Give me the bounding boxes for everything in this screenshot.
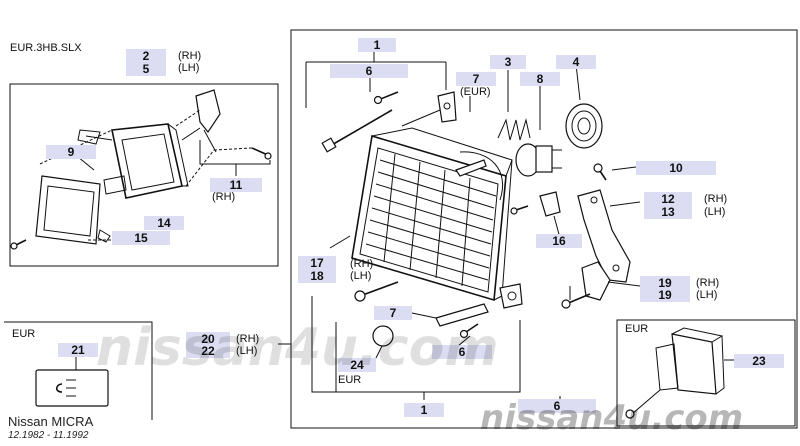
adjust-screw	[321, 109, 393, 153]
callout-6-bottom[interactable]: 6	[518, 399, 596, 413]
callout-7-top[interactable]: 7	[456, 72, 496, 86]
retainer-lower	[499, 283, 523, 309]
side-20: (RH)	[236, 333, 260, 345]
callout-10[interactable]: 10	[636, 161, 716, 175]
callout-19-rh[interactable]: 19	[640, 276, 690, 290]
clip-lower	[435, 303, 489, 327]
group-line-1b	[311, 296, 521, 393]
footer-dates: 12.1982 - 11.1992	[8, 430, 89, 441]
eur-tag-cap: EUR	[338, 374, 362, 386]
callout-13[interactable]: 13	[644, 205, 692, 219]
callout-4[interactable]: 4	[556, 55, 596, 69]
headlamp-assembly	[351, 127, 513, 302]
lower-bracket	[581, 261, 611, 301]
clip-upper	[455, 159, 487, 177]
side-5: (LH)	[178, 62, 200, 74]
callout-5[interactable]: 5	[126, 62, 166, 76]
headlamp-panel-frame	[290, 29, 798, 429]
callout-1-bottom[interactable]: 1	[404, 403, 444, 417]
fog-lamp-drawing	[10, 89, 272, 250]
callout-6-lower[interactable]: 6	[432, 345, 492, 359]
callout-1-top[interactable]: 1	[358, 38, 396, 52]
bulb	[515, 143, 562, 177]
callout-19-lh[interactable]: 19	[640, 288, 690, 302]
eur-tag-switch: EUR	[12, 328, 36, 340]
callout-3[interactable]: 3	[490, 55, 526, 69]
callout-22[interactable]: 22	[186, 344, 230, 358]
callout-21[interactable]: 21	[58, 343, 98, 357]
callout-15[interactable]: 15	[112, 231, 170, 245]
callout-18[interactable]: 18	[298, 269, 336, 283]
seal-boot	[565, 103, 603, 149]
screw-16	[515, 205, 529, 211]
side-17: (RH)	[350, 258, 374, 270]
side-22: (LH)	[236, 345, 258, 357]
spring	[497, 118, 531, 141]
screw-lower	[465, 323, 479, 333]
callout-24[interactable]: 24	[338, 358, 376, 372]
callout-9[interactable]: 9	[46, 145, 96, 159]
footer-title: Nissan MICRA	[8, 414, 94, 429]
callout-12[interactable]: 12	[644, 192, 692, 206]
side-12: (RH)	[704, 193, 728, 205]
side-2: (RH)	[178, 50, 202, 62]
cap	[372, 325, 394, 347]
eur-tag-retainer: (EUR)	[460, 86, 491, 98]
eur-motor-panel-frame	[616, 319, 796, 427]
group-line-1	[305, 61, 447, 108]
callout-7-lower[interactable]: 7	[374, 306, 412, 320]
callout-14[interactable]: 14	[144, 216, 184, 230]
callout-20[interactable]: 20	[186, 332, 230, 346]
side-19-rh: (RH)	[696, 277, 720, 289]
switch-panel-frame	[4, 321, 153, 420]
callout-2[interactable]: 2	[126, 49, 166, 63]
callout-8[interactable]: 8	[520, 72, 560, 86]
leader-lines	[329, 50, 641, 408]
leveling-motor-drawing	[625, 327, 734, 419]
fog-lamp-panel-frame	[9, 83, 279, 267]
side-19-lh: (LH)	[696, 289, 718, 301]
model-tag: EUR.3HB.SLX	[10, 42, 82, 54]
callout-6-top[interactable]: 6	[330, 64, 408, 78]
callout-17[interactable]: 17	[298, 256, 336, 270]
side-11: (RH)	[212, 191, 236, 203]
callout-11[interactable]: 11	[210, 178, 262, 192]
small-bracket	[539, 191, 561, 217]
retainer-bracket	[437, 91, 457, 123]
callout-16[interactable]: 16	[536, 234, 582, 248]
long-bolt	[359, 281, 399, 297]
eur-tag-motor: EUR	[625, 323, 649, 335]
side-13: (LH)	[704, 206, 726, 218]
callout-23[interactable]: 23	[734, 354, 784, 368]
side-18: (LH)	[350, 270, 372, 282]
mount-bracket	[577, 189, 631, 283]
switch-drawing	[35, 356, 109, 407]
